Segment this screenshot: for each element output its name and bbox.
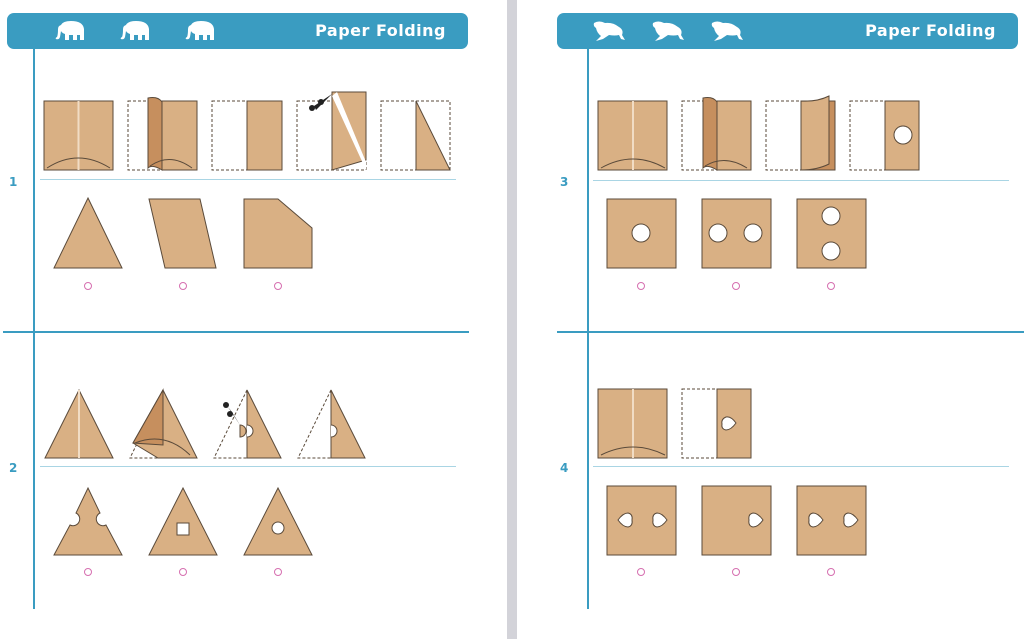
left-page: Paper Folding 1 — [0, 0, 507, 639]
frog-icon — [711, 21, 743, 41]
step-divider — [593, 466, 1009, 467]
left-margin-line — [33, 49, 35, 609]
option-radio[interactable] — [637, 282, 645, 290]
header-title: Paper Folding — [865, 21, 996, 40]
q4-steps — [597, 388, 752, 459]
option-radio[interactable] — [637, 568, 645, 576]
option-radio[interactable] — [84, 568, 92, 576]
q1-options — [53, 196, 313, 269]
elephant-icon — [55, 21, 84, 40]
option-radio[interactable] — [274, 282, 282, 290]
q4-options — [606, 485, 867, 556]
step-divider — [40, 179, 456, 180]
frog-icon — [593, 21, 625, 41]
right-margin-line — [587, 49, 589, 609]
right-page: Paper Folding 3 — [517, 0, 1024, 639]
section-divider — [3, 331, 469, 333]
question-number: 1 — [9, 175, 18, 189]
header-title: Paper Folding — [315, 21, 446, 40]
section-divider — [557, 331, 1024, 333]
scissors-icon — [223, 402, 240, 425]
frog-icon — [652, 21, 684, 41]
option-radio[interactable] — [84, 282, 92, 290]
q1-steps — [43, 91, 451, 171]
scissors-icon — [309, 94, 332, 111]
q3-steps — [597, 95, 920, 171]
right-header: Paper Folding — [557, 13, 1018, 49]
option-radio[interactable] — [827, 568, 835, 576]
elephant-icon — [185, 21, 214, 40]
page-gutter — [507, 0, 517, 639]
option-radio[interactable] — [827, 282, 835, 290]
step-divider — [40, 466, 456, 467]
step-divider — [593, 180, 1009, 181]
question-number: 3 — [560, 175, 569, 189]
elephant-icon — [120, 21, 149, 40]
option-radio[interactable] — [274, 568, 282, 576]
option-radio[interactable] — [179, 568, 187, 576]
question-number: 4 — [560, 461, 569, 475]
option-radio[interactable] — [732, 282, 740, 290]
q3-options — [606, 198, 867, 269]
option-radio[interactable] — [732, 568, 740, 576]
question-number: 2 — [9, 461, 18, 475]
option-radio[interactable] — [179, 282, 187, 290]
q2-options — [53, 486, 313, 556]
q2-steps — [44, 388, 366, 459]
left-header: Paper Folding — [7, 13, 468, 49]
